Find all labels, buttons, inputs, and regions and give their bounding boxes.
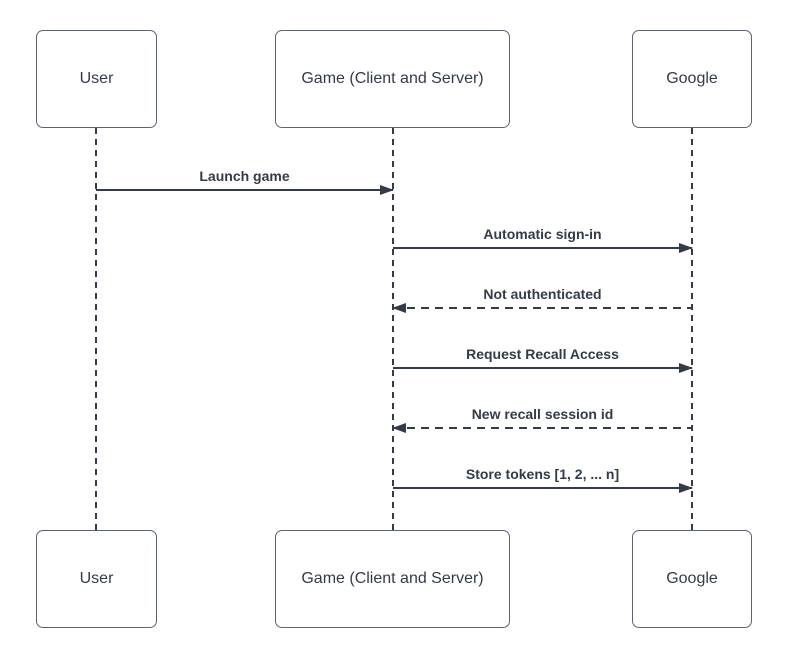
message-label: Store tokens [1, 2, ... n] (465, 466, 620, 482)
message-label: Request Recall Access (466, 346, 619, 362)
actor-label-user: User (79, 70, 114, 87)
actor-label-game: Game (Client and Server) (301, 570, 484, 587)
message-label: New recall session id (471, 406, 614, 422)
message-not-authenticated: Not authenticated (393, 286, 692, 309)
arrow-solid-right-icon (96, 189, 393, 191)
arrow-solid-right-icon (393, 487, 692, 489)
message-new-recall-session-id: New recall session id (393, 406, 692, 429)
lifeline-google (691, 128, 693, 530)
message-label: Automatic sign-in (483, 226, 602, 242)
lifeline-game (392, 128, 394, 530)
arrow-dashed-left-icon (393, 307, 692, 309)
actor-box-game-top: Game (Client and Server) (275, 30, 510, 128)
arrow-solid-right-icon (393, 367, 692, 369)
message-launch-game: Launch game (96, 168, 393, 191)
actor-label-game: Game (Client and Server) (301, 70, 484, 87)
message-label: Not authenticated (483, 286, 602, 302)
actor-box-game-bottom: Game (Client and Server) (275, 530, 510, 628)
message-store-tokens: Store tokens [1, 2, ... n] (393, 466, 692, 489)
arrow-dashed-left-icon (393, 427, 692, 429)
actor-box-google-top: Google (632, 30, 752, 128)
lifeline-user (95, 128, 97, 530)
actor-box-google-bottom: Google (632, 530, 752, 628)
message-label: Launch game (199, 168, 290, 184)
actor-label-google: Google (666, 70, 718, 87)
message-automatic-sign-in: Automatic sign-in (393, 226, 692, 249)
message-request-recall-access: Request Recall Access (393, 346, 692, 369)
actor-box-user-bottom: User (36, 530, 157, 628)
actor-label-google: Google (666, 570, 718, 587)
actor-box-user-top: User (36, 30, 157, 128)
actor-label-user: User (79, 570, 114, 587)
arrow-solid-right-icon (393, 247, 692, 249)
